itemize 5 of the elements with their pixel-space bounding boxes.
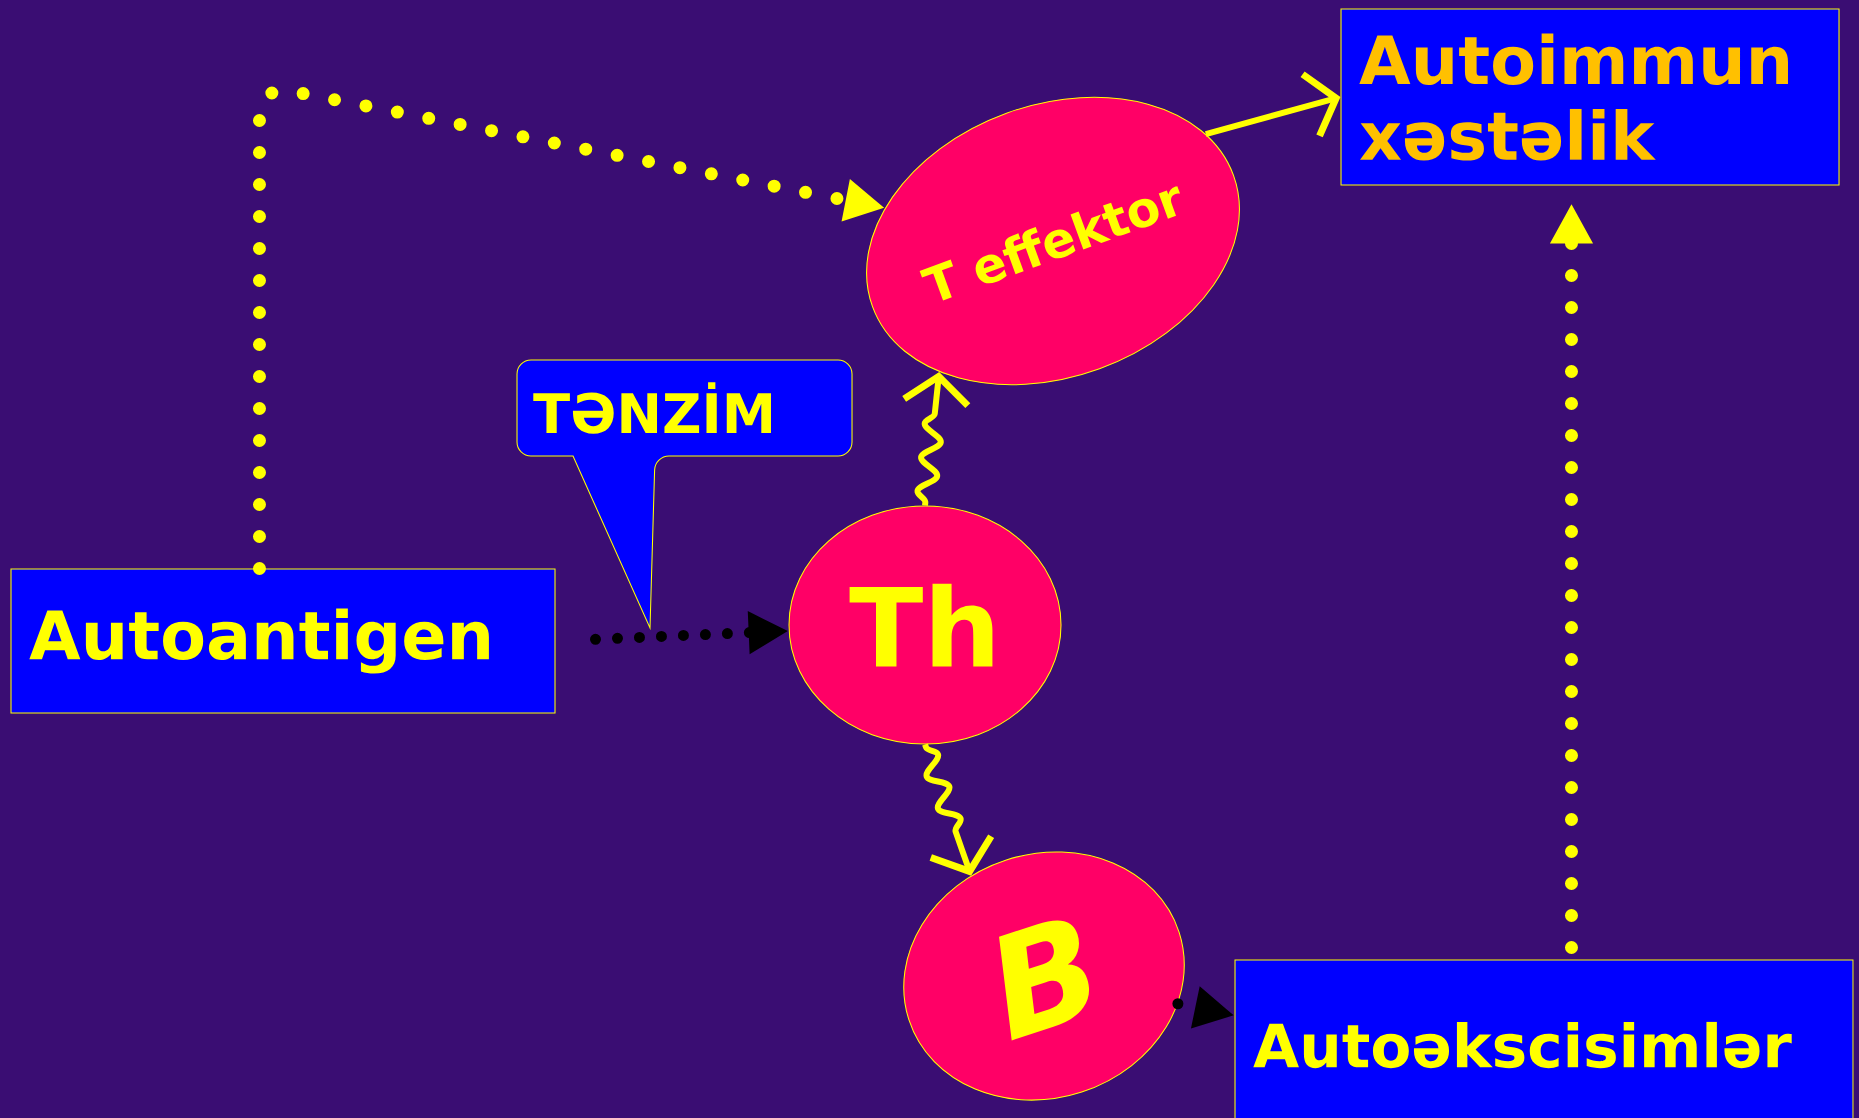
arrow (922, 743, 995, 876)
antibody-box: Autoəkscisimlər (1234, 959, 1854, 1118)
antigen-box: Autoantigen (10, 568, 556, 714)
disease-box: Autoimmun xəstəlik (1340, 8, 1840, 186)
arrow (1205, 71, 1341, 138)
